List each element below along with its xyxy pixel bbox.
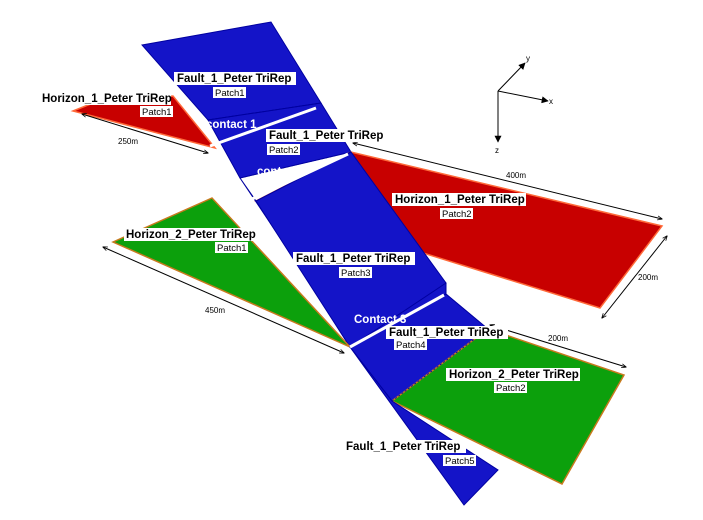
fault-patch1-patch[interactable]: Patch1 [215, 88, 245, 99]
horizon2-patch2-patch[interactable]: Patch2 [496, 383, 526, 394]
horizon2-patch1-name[interactable]: Horizon_2_Peter TriRep [126, 229, 256, 241]
label-bg [339, 267, 372, 278]
label-bg [392, 193, 526, 206]
fault-patch4-name[interactable]: Fault_1_Peter TriRep [389, 327, 503, 339]
fault-patch3-name[interactable]: Fault_1_Peter TriRep [296, 253, 410, 265]
contact2-line[interactable] [251, 152, 349, 201]
contact3-line[interactable] [349, 293, 445, 349]
horizon1-patch1-name[interactable]: Horizon_1_Peter TriRep [42, 93, 172, 105]
contact2-label[interactable]: contact 2 [257, 166, 308, 178]
fault-mesh-line [391, 328, 489, 402]
label-bg [386, 326, 508, 339]
label-bg [140, 106, 173, 117]
fault-patch1-name[interactable]: Fault_1_Peter TriRep [177, 73, 291, 85]
fault-patch5-patch[interactable]: Patch5 [445, 456, 475, 467]
label-bg [394, 339, 427, 350]
fault-patch2-name[interactable]: Fault_1_Peter TriRep [269, 130, 383, 142]
label-bg [266, 129, 388, 142]
fault-patch4-patch[interactable]: Patch4 [396, 340, 426, 351]
label-bg [174, 72, 296, 85]
axis-y-line [497, 62, 526, 92]
fault-mesh-line [207, 102, 322, 121]
dim-label-h2p2-width: 200m [548, 334, 568, 343]
fault-patch2-patch[interactable]: Patch2 [269, 145, 299, 156]
label-bg [267, 144, 300, 155]
dim-label-h1p2-width: 200m [638, 273, 658, 282]
dim-line-h2p1-length [103, 247, 344, 353]
axis-z-label: z [495, 146, 499, 155]
horizon1-patch2-patch[interactable]: Patch2 [442, 209, 472, 220]
fault-patch5-name[interactable]: Fault_1_Peter TriRep [346, 441, 460, 453]
dim-label-h1p1-length: 250m [118, 137, 138, 146]
axis-y-label: y [526, 54, 530, 63]
label-bg [494, 382, 527, 393]
dim-line-h1p2-length [353, 143, 662, 219]
horizon2-patch1-patch[interactable]: Patch1 [217, 243, 247, 254]
contact1-line[interactable] [209, 106, 317, 148]
contact1-label[interactable]: contact 1 [206, 119, 257, 131]
label-bg [344, 440, 466, 453]
label-bg [213, 87, 246, 98]
dim-line-h1p1-length [82, 114, 208, 153]
horizon1-patch1-patch[interactable]: Patch1 [142, 107, 172, 118]
horizon1-patch2-name[interactable]: Horizon_1_Peter TriRep [395, 194, 525, 206]
dim-line-h1p2-width [602, 236, 667, 318]
fault-patch3-patch[interactable]: Patch3 [341, 268, 371, 279]
label-bg [440, 208, 473, 219]
axis-x-label: x [549, 97, 553, 106]
fault-mesh-line [239, 151, 352, 179]
label-bg [446, 368, 580, 381]
label-bg [293, 252, 415, 265]
label-bg [215, 242, 248, 253]
axis-gizmo: y x z [494, 54, 553, 155]
horizon2-patch2-name[interactable]: Horizon_2_Peter TriRep [449, 369, 579, 381]
label-bg [40, 92, 171, 105]
dim-label-h1p2-length: 400m [506, 171, 526, 180]
axis-x-line [497, 90, 549, 104]
contact3-label[interactable]: Contact 3 [354, 314, 406, 326]
dim-label-h2p1-length: 450m [205, 306, 225, 315]
dim-line-h2p2-width [490, 325, 626, 367]
label-bg [443, 455, 476, 466]
label-bg [124, 228, 258, 241]
